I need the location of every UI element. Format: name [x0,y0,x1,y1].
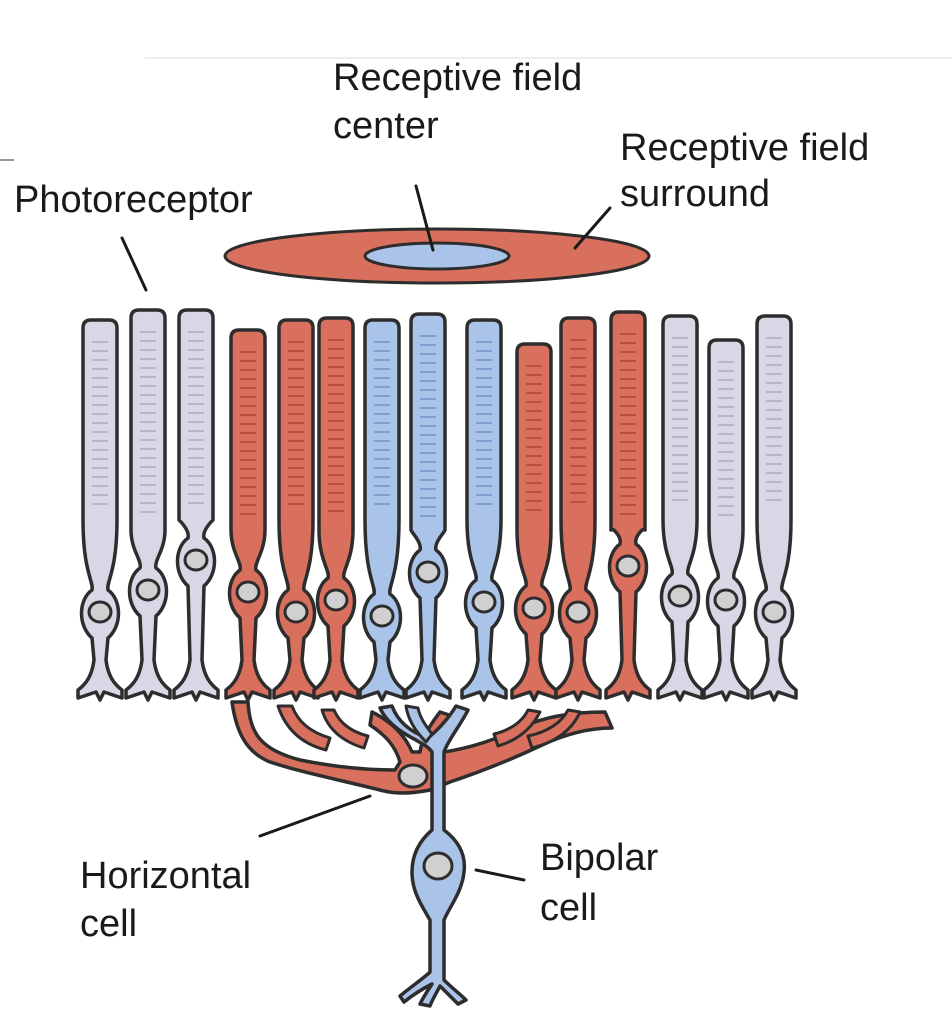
photoreceptor-nucleus [713,588,739,612]
rf-center-label: Receptive field center [333,57,582,147]
photoreceptor-nucleus [521,596,547,620]
outer-segment-stripes [420,335,436,517]
photoreceptor-inactive [172,308,220,702]
svg-text:Receptive field: Receptive field [620,127,869,169]
horizontal-cell [230,700,614,795]
outer-segment-stripes [374,341,390,505]
outer-segment-stripes [92,341,108,505]
outer-segment-stripes [188,331,204,504]
photoreceptor-body [510,342,558,702]
photoreceptor-surround [272,318,320,702]
photoreceptor-surround [510,342,558,702]
horizontal-leader [258,794,372,838]
outer-segment-stripes [328,339,344,512]
outer-segment-stripes [288,341,304,505]
outer-segment-stripes [140,331,156,513]
photoreceptor-nucleus [135,578,161,602]
photoreceptor-inactive [750,314,798,702]
outer-segment-stripes [672,337,688,501]
horizontal-cell-label: Horizontal cell [80,855,251,945]
photoreceptor-nucleus [565,600,591,624]
bipolar-leader [474,868,526,882]
photoreceptor-nucleus [369,604,395,628]
outer-segment-stripes [240,351,256,515]
photoreceptor-nucleus [283,600,309,624]
rf-center-leader [414,184,435,252]
outer-segment-stripes [570,339,586,503]
photoreceptor-center [460,318,508,702]
photoreceptor-row [76,308,798,702]
photoreceptor-nucleus [471,590,497,614]
outer-segment-stripes [526,365,542,511]
photoreceptor-nucleus [235,580,261,604]
bipolar-cell-label: Bipolar cell [540,837,659,929]
svg-text:cell: cell [540,887,597,929]
photoreceptor-body [358,318,406,702]
outer-segment-stripes [766,337,782,501]
photoreceptor-surround [312,316,360,702]
receptive-field-center [363,241,511,271]
svg-text:Receptive field: Receptive field [333,57,582,99]
rf-surround-label: Receptive field surround [620,127,869,215]
photoreceptor-body [76,318,124,702]
outer-segment-stripes [476,341,492,505]
rf-surround-leader [573,206,612,250]
photoreceptor-leader [120,236,148,292]
outer-segment-stripes [620,333,636,515]
photoreceptor-body [124,308,172,702]
outer-segment-stripes [718,361,734,516]
photoreceptor-nucleus [415,560,441,584]
photoreceptor-body [702,338,750,702]
photoreceptor-inactive [656,314,704,702]
photoreceptor-nucleus [667,584,693,608]
svg-text:cell: cell [80,903,137,945]
photoreceptor-surround [604,310,652,702]
photoreceptor-nucleus [323,588,349,612]
svg-text:Horizontal: Horizontal [80,855,251,897]
photoreceptor-body [172,308,220,702]
photoreceptor-label: Photoreceptor [14,179,253,221]
photoreceptor-surround [554,316,602,702]
bipolar-cell [378,704,470,1008]
svg-text:Bipolar: Bipolar [540,837,659,879]
photoreceptor-inactive [76,318,124,702]
photoreceptor-body [554,316,602,702]
photoreceptor-center [358,318,406,702]
svg-text:surround: surround [620,173,770,215]
photoreceptor-inactive [702,338,750,702]
photoreceptor-nucleus [761,600,787,624]
photoreceptor-nucleus [183,548,209,572]
photoreceptor-center [404,312,452,702]
svg-text:center: center [333,105,439,147]
photoreceptor-surround [224,328,272,702]
photoreceptor-body [750,314,798,702]
photoreceptor-body [656,314,704,702]
photoreceptor-nucleus [87,600,113,624]
photoreceptor-nucleus [615,554,641,578]
photoreceptor-body [272,318,320,702]
photoreceptor-inactive [124,308,172,702]
